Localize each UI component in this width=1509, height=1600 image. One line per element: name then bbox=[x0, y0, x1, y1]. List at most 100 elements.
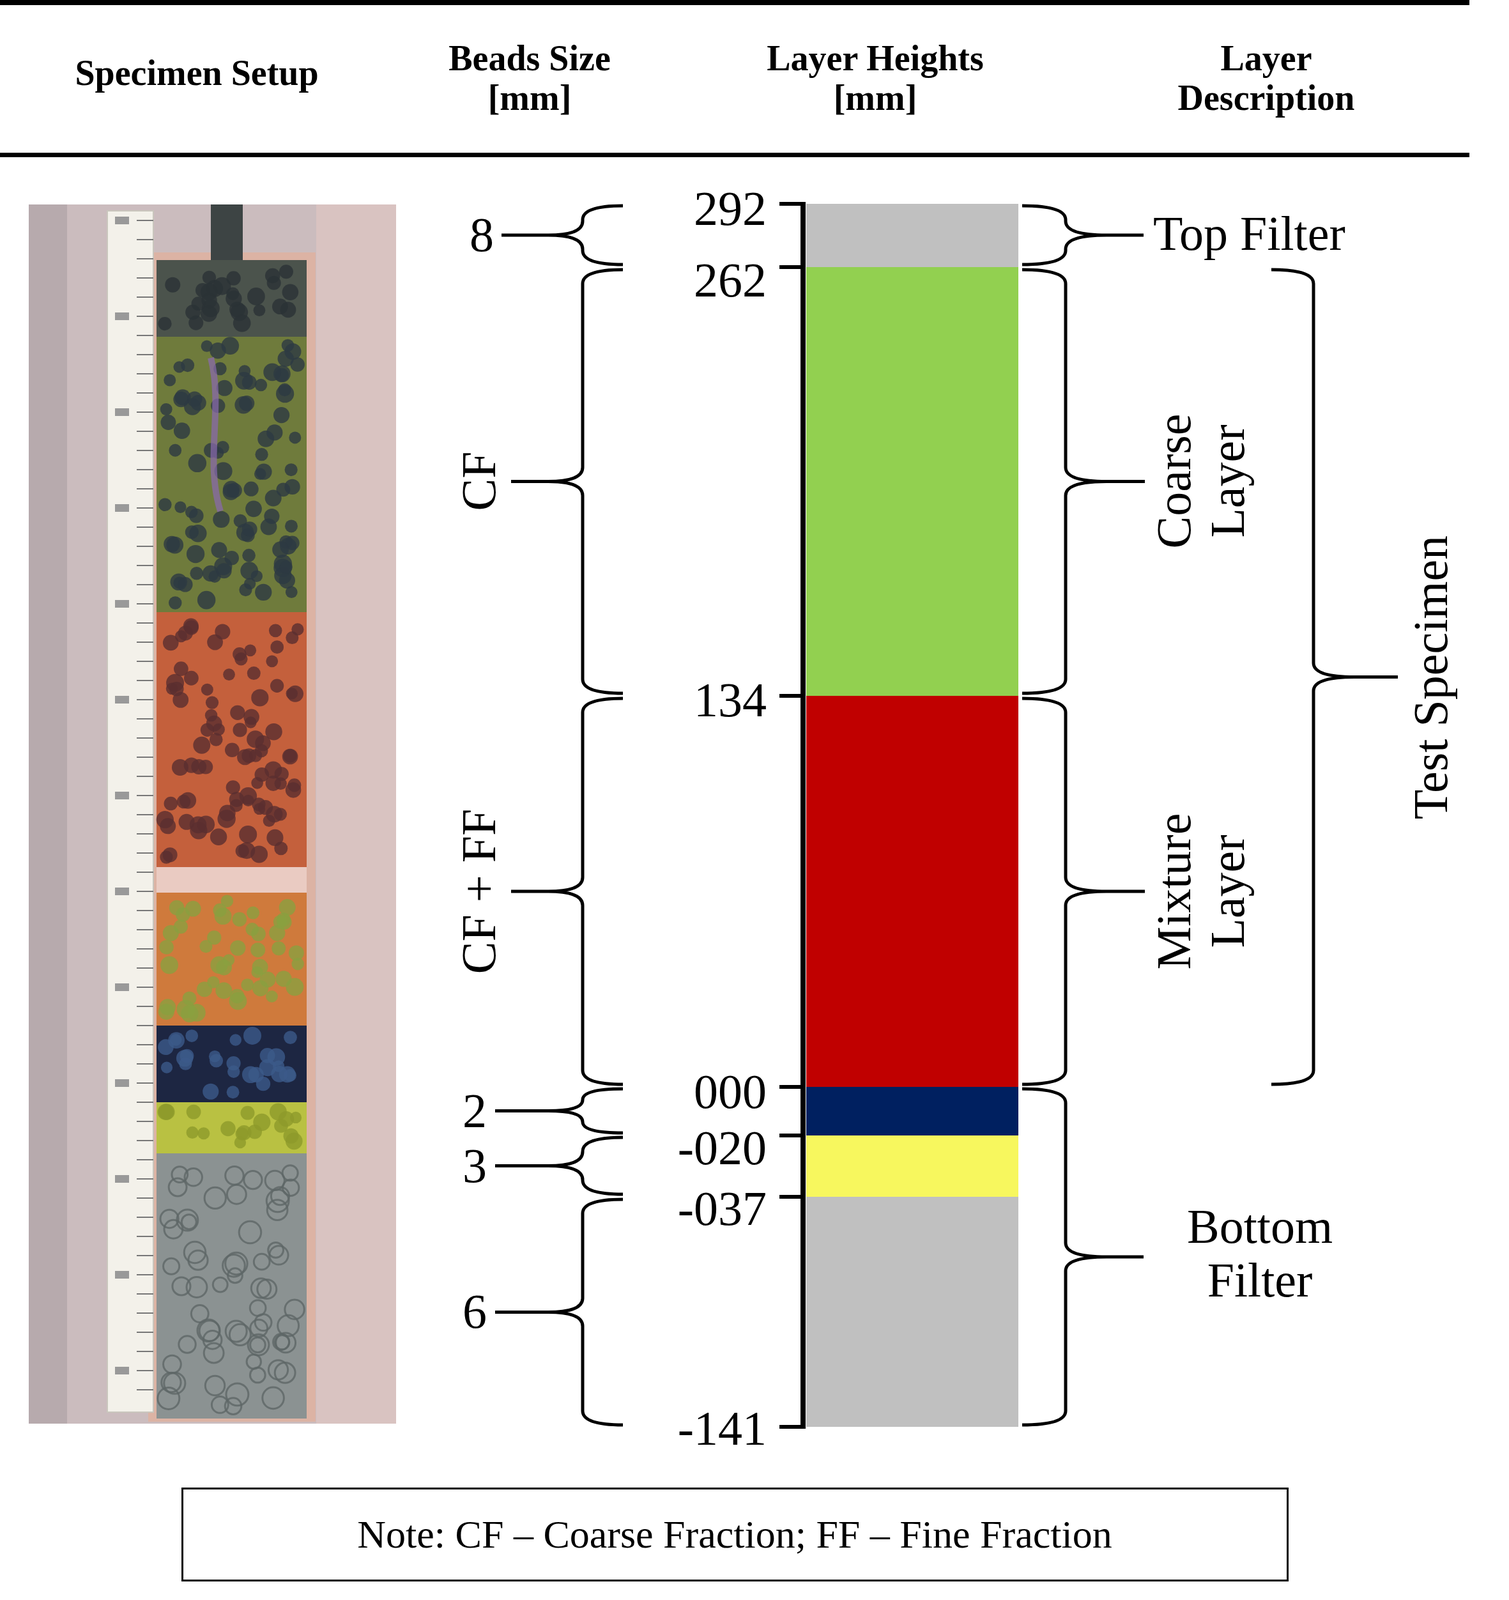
tape-tick bbox=[136, 392, 154, 394]
photo-bead bbox=[285, 978, 304, 996]
photo-bead bbox=[245, 500, 262, 517]
tape-mark bbox=[114, 1174, 130, 1183]
photo-bead bbox=[247, 287, 266, 306]
photo-ground bbox=[28, 204, 397, 1424]
photo-bead bbox=[171, 758, 189, 776]
photo-bead bbox=[238, 395, 255, 411]
photo-bead bbox=[166, 536, 184, 554]
height-value: 262 bbox=[693, 253, 767, 308]
photo-bead bbox=[229, 939, 246, 956]
photo-bead bbox=[240, 561, 259, 580]
photo-bead bbox=[169, 1033, 183, 1046]
photo-bead bbox=[229, 1323, 251, 1345]
tape-tick bbox=[136, 373, 154, 375]
photo-bead bbox=[238, 825, 257, 844]
photo-streak bbox=[210, 357, 221, 512]
photo-bead bbox=[178, 1057, 192, 1071]
tape-tick bbox=[136, 258, 154, 260]
leader-line bbox=[511, 479, 549, 483]
photo-bead bbox=[278, 1110, 294, 1127]
photo-bead bbox=[159, 939, 174, 955]
tape-tick bbox=[136, 1101, 154, 1103]
tape-tick bbox=[136, 1293, 154, 1295]
photo-bead bbox=[160, 403, 173, 416]
photo-bead bbox=[216, 562, 232, 579]
tape-tick bbox=[136, 296, 154, 298]
photo-bead bbox=[205, 695, 219, 709]
photo-bead bbox=[243, 709, 260, 726]
tape-tick bbox=[136, 219, 154, 222]
tape-tick bbox=[136, 1082, 154, 1084]
photo-bead bbox=[241, 748, 257, 763]
photo-bead bbox=[250, 1337, 266, 1353]
layer-name: Mixture Layer bbox=[1147, 771, 1255, 1012]
photo-bead bbox=[206, 976, 220, 989]
photo-bead bbox=[173, 422, 191, 439]
photo-bead bbox=[183, 1241, 206, 1264]
photo-bead bbox=[180, 358, 195, 372]
tape-tick bbox=[136, 928, 154, 931]
tape-tick bbox=[136, 315, 154, 317]
photo-bead bbox=[176, 794, 191, 809]
layer-band bbox=[806, 1196, 1019, 1427]
photo-bead bbox=[160, 1209, 179, 1228]
tape-tick bbox=[136, 737, 154, 739]
photo-band bbox=[156, 1102, 307, 1154]
tape-tick bbox=[136, 890, 154, 892]
tape-tick bbox=[136, 411, 154, 413]
photo-bead bbox=[163, 1355, 182, 1373]
photo-band bbox=[156, 892, 307, 1026]
photo-bead bbox=[198, 759, 214, 775]
photo-bead bbox=[224, 742, 240, 758]
photo-bead bbox=[234, 652, 248, 666]
leader-line bbox=[1106, 233, 1144, 238]
tape-mark bbox=[114, 504, 130, 512]
photo-bead bbox=[242, 794, 254, 807]
tape-tick bbox=[136, 1331, 154, 1333]
photo-bead bbox=[235, 843, 250, 858]
tape-tick bbox=[136, 679, 154, 682]
height-tick bbox=[779, 1194, 805, 1199]
photo-bead bbox=[212, 1277, 228, 1292]
tape-tick bbox=[136, 813, 154, 816]
photo-bead bbox=[186, 1126, 199, 1139]
photo-bead bbox=[192, 736, 211, 754]
photo-bead bbox=[282, 1165, 298, 1181]
photo-bead bbox=[291, 957, 305, 971]
photo-bead bbox=[229, 799, 243, 812]
photo-bead bbox=[217, 809, 236, 828]
photo-bead bbox=[162, 847, 178, 862]
photo-bead bbox=[225, 290, 242, 307]
photo-bead bbox=[242, 521, 258, 537]
photo-bead bbox=[284, 463, 298, 476]
curly-bracket bbox=[1271, 269, 1355, 1085]
photo-bead bbox=[202, 1083, 219, 1100]
layer-band bbox=[806, 1086, 1019, 1136]
height-tick bbox=[779, 265, 805, 269]
photo-bead bbox=[168, 444, 182, 457]
photo-bead bbox=[244, 1170, 262, 1189]
tape-tick bbox=[136, 948, 154, 950]
photo-bead bbox=[284, 479, 300, 495]
photo-bead bbox=[224, 550, 239, 566]
curly-bracket bbox=[1022, 698, 1107, 1085]
photo-bead bbox=[256, 1076, 271, 1091]
photo-bead bbox=[189, 566, 204, 581]
bead-size: CF + FF bbox=[452, 808, 506, 974]
note-text: Note: CF – Coarse Fraction; FF – Fine Fr… bbox=[357, 1512, 1112, 1556]
photo-glass bbox=[316, 204, 397, 1424]
photo-bead bbox=[232, 912, 248, 927]
photo-bead bbox=[285, 631, 299, 644]
photo-bead bbox=[228, 1268, 243, 1283]
photo-bead bbox=[216, 440, 230, 454]
brackets bbox=[495, 205, 1398, 1425]
photo-bead bbox=[197, 1319, 220, 1341]
leader-line bbox=[501, 233, 549, 238]
tape-tick bbox=[136, 277, 154, 279]
photo-bead bbox=[270, 1065, 288, 1083]
photo-bead bbox=[164, 796, 179, 811]
photo-bead bbox=[279, 898, 296, 916]
photo-bead bbox=[206, 715, 223, 732]
tape-tick bbox=[136, 564, 154, 567]
height-value: 292 bbox=[693, 182, 767, 236]
